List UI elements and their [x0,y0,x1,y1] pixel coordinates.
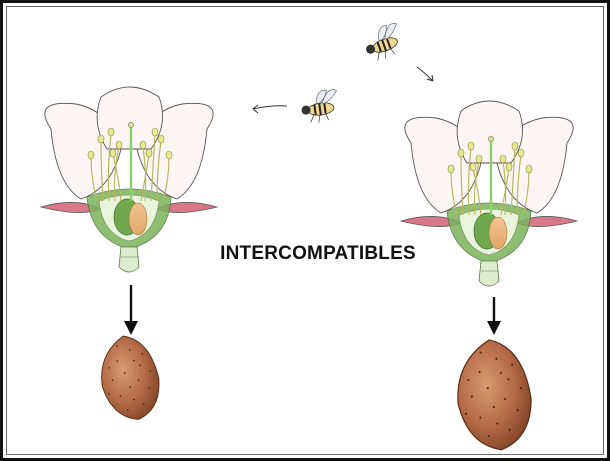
arrow-down-icon-left [124,285,138,335]
bee-flight-arrow-right [417,67,433,81]
bee-flight-arrow-left [253,105,287,113]
arrow-down-icon-right [487,297,501,335]
almond-seed-icon-right [454,337,535,452]
left-flower-icon [41,87,217,272]
diagram-canvas [3,3,610,461]
bee-icon-left [299,88,340,124]
diagram-title: INTERCOMPATIBLES [203,243,433,265]
bee-icon-right [360,22,406,64]
almond-seed-icon-left [96,332,164,424]
